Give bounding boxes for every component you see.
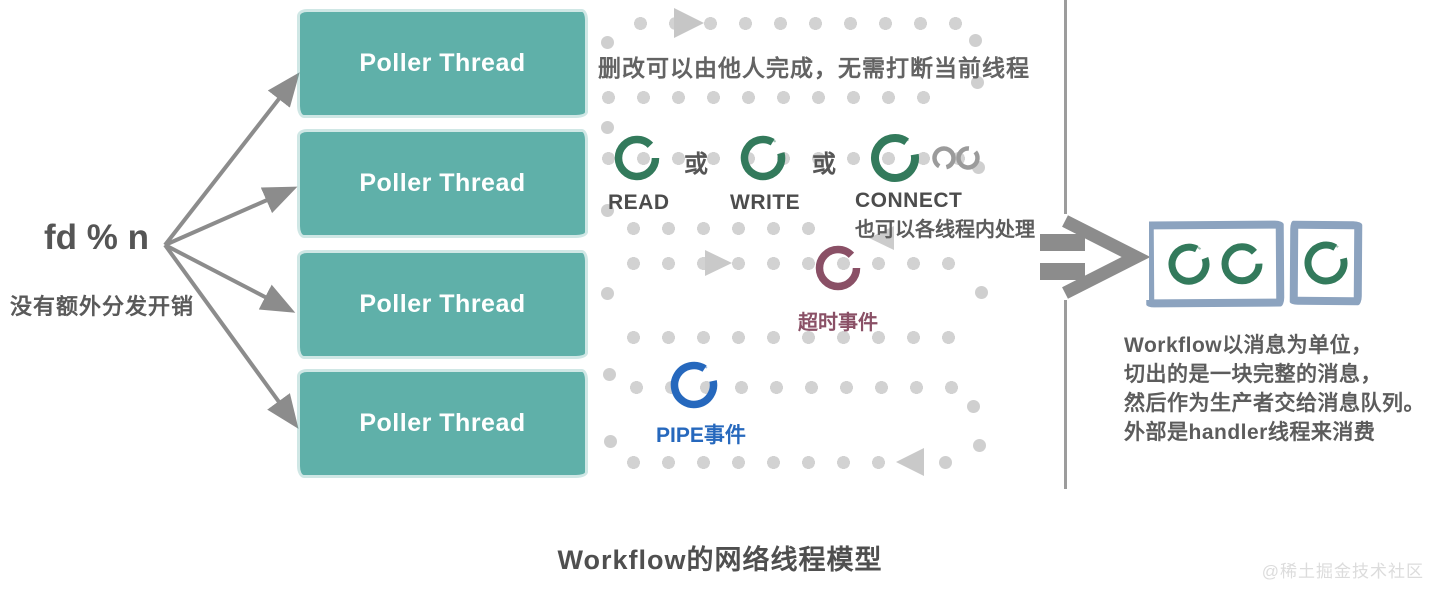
dot [601, 121, 614, 134]
dot [601, 36, 614, 49]
queue-description-line: 切出的是一块完整的消息， [1124, 363, 1382, 386]
formula-label: fd % n [44, 218, 149, 257]
dot-row [626, 221, 836, 236]
flow-triangle-icon [674, 8, 704, 38]
connect-ring-icon [871, 134, 919, 182]
write-ring-icon [740, 135, 786, 181]
connect-label: CONNECT [855, 189, 963, 212]
queue-description-line: 外部是handler线程来消费 [1124, 421, 1376, 444]
timeout-event-label: 超时事件 [798, 312, 878, 334]
dot [601, 287, 614, 300]
poller-thread-box: Poller Thread [300, 132, 585, 235]
diagram-title: Workflow的网络线程模型 [557, 545, 883, 575]
dot-row [626, 455, 891, 470]
dot-row [626, 330, 961, 345]
poller-thread-box: Poller Thread [300, 372, 585, 475]
message-frame [1145, 220, 1285, 308]
or-label: 或 [684, 151, 708, 178]
pipe-event-label: PIPE事件 [656, 424, 746, 447]
dot [971, 76, 984, 89]
write-label: WRITE [730, 191, 801, 214]
watermark: @稀土掘金技术社区 [1261, 562, 1424, 581]
or-label: 或 [812, 151, 836, 178]
linked-rings-icon [932, 146, 980, 170]
queue-description: Workflow以消息为单位， 切出的是一块完整的消息， 然后作为生产者交给消息… [1124, 331, 1425, 447]
dot [973, 439, 986, 452]
dispatch-note: 没有额外分发开销 [10, 294, 195, 319]
read-label: READ [608, 191, 670, 214]
dot [975, 286, 988, 299]
dot [604, 435, 617, 448]
message-ring-icon [1304, 241, 1348, 285]
message-frame [1289, 220, 1363, 306]
poller-thread-label: Poller Thread [359, 290, 526, 318]
message-ring-icon [1220, 243, 1262, 285]
poller-thread-label: Poller Thread [359, 169, 526, 197]
dot [601, 204, 614, 217]
pipe-ring-icon [670, 361, 718, 409]
poller-thread-box: Poller Thread [300, 12, 585, 115]
flow-triangle-icon [869, 226, 894, 250]
dot-row [633, 16, 983, 31]
dot [969, 34, 982, 47]
message-ring-icon [1168, 243, 1210, 285]
queue-description-line: Workflow以消息为单位， [1124, 334, 1373, 357]
dot-row [601, 90, 951, 105]
flow-triangle-icon [705, 250, 732, 276]
dot-row [601, 151, 986, 166]
timeout-ring-icon [815, 245, 861, 291]
dot [603, 368, 616, 381]
read-ring-icon [614, 135, 660, 181]
double-arrow-icon [1035, 214, 1149, 300]
flow-triangle-icon [896, 448, 924, 476]
modify-note: 删改可以由他人完成，无需打断当前线程 [598, 55, 1030, 81]
queue-description-line: 然后作为生产者交给消息队列。 [1124, 392, 1425, 415]
poller-thread-label: Poller Thread [359, 409, 526, 437]
dot-row [626, 256, 961, 271]
dot [967, 400, 980, 413]
dot [939, 456, 952, 469]
fanout-arrows [163, 72, 300, 429]
poller-thread-label: Poller Thread [359, 49, 526, 77]
connect-note: 也可以各线程内处理 [855, 219, 1035, 241]
poller-thread-box: Poller Thread [300, 253, 585, 356]
